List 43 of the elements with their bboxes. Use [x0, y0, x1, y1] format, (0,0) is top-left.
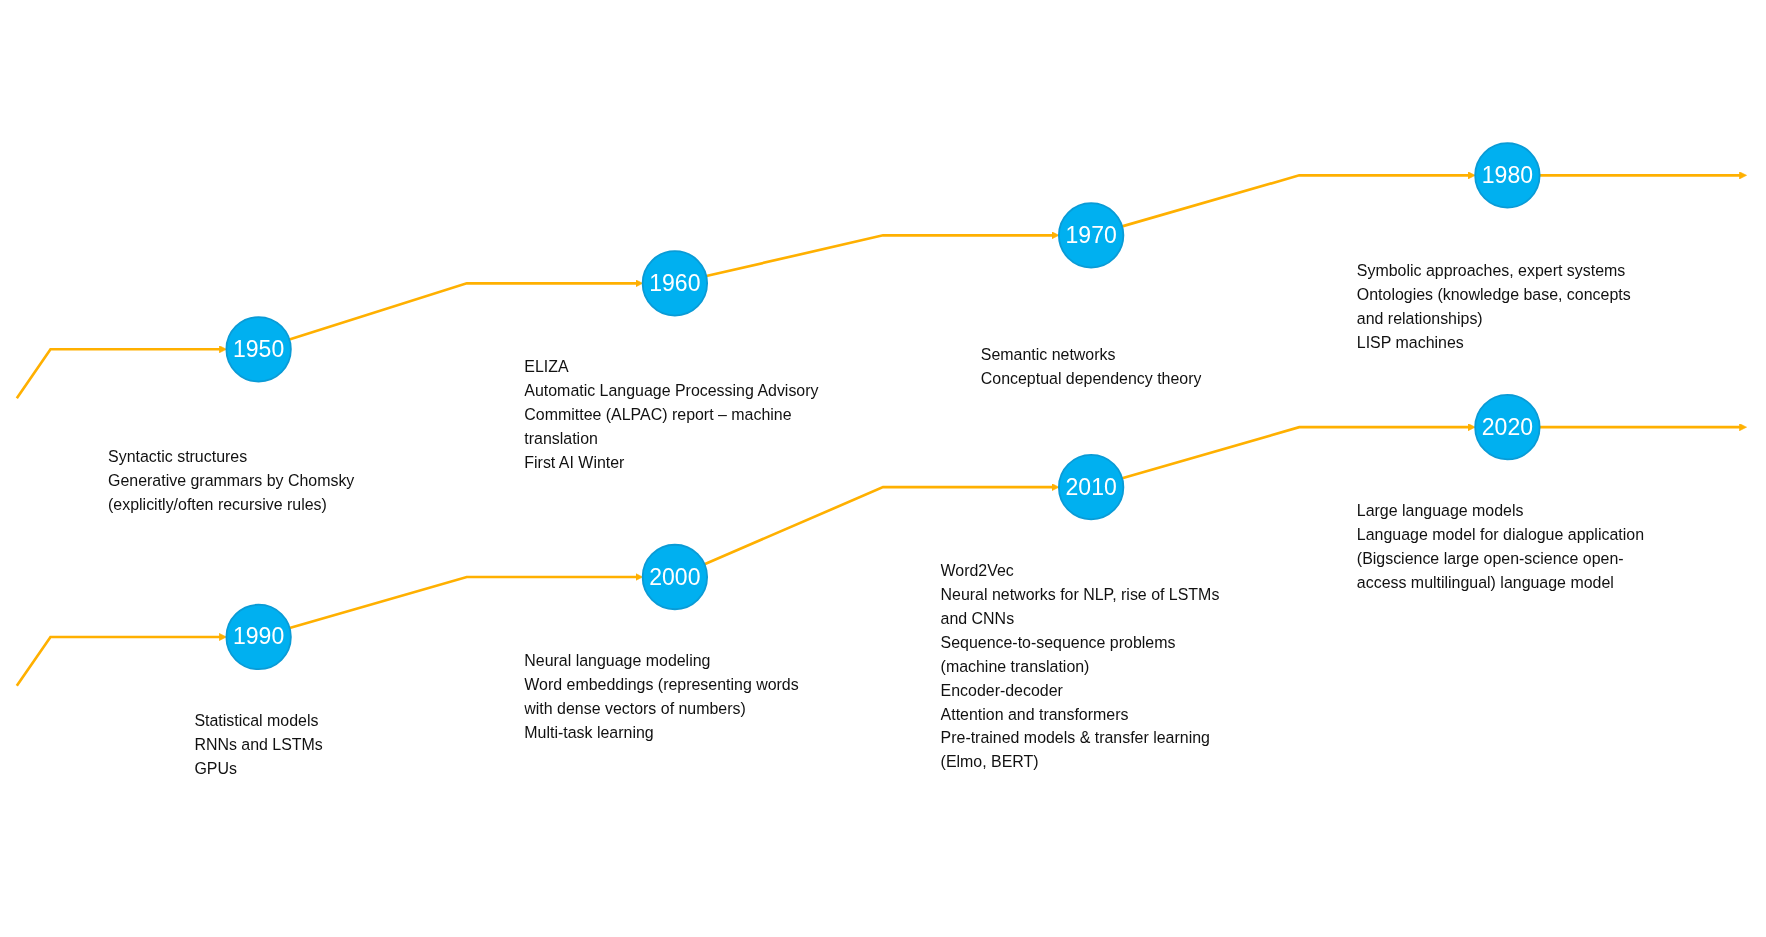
- arrow: [288, 279, 643, 341]
- arrow: [15, 345, 227, 399]
- arrow: [1121, 171, 1476, 228]
- node-label: First AI Winter: [524, 453, 625, 472]
- node-label: ELIZA: [524, 358, 569, 376]
- node-label: LISP machines: [1356, 333, 1464, 352]
- node-label: Symbolic approaches, expert systems: [1356, 261, 1626, 280]
- arrow: [1121, 423, 1476, 480]
- node-label: Neural language modeling: [524, 651, 711, 670]
- node-circle: 2010: [1058, 453, 1125, 521]
- node-label: Language model for dialogue application: [1356, 525, 1644, 544]
- node-label: Ontologies (knowledge base, concepts and relationships): [1356, 285, 1631, 328]
- node-circle: 1980: [1474, 142, 1541, 209]
- arrow: [1539, 171, 1747, 180]
- node-label: Semantic networks: [980, 345, 1116, 364]
- arrow: [289, 573, 643, 630]
- node-label: Word2Vec: [940, 561, 1014, 580]
- node-label: Pre-trained models & transfer learning (Elmo, BERT): [940, 729, 1210, 771]
- node-label: Generative grammars by Chomsky (explicitly/often recursive rules): [108, 471, 355, 514]
- node-label: Sequence-to-sequence problems (machine translation): [940, 633, 1176, 676]
- node-circle: 1990: [225, 603, 292, 670]
- node-label: (Bigscience large open-science open-access multilingual) language model: [1356, 549, 1624, 592]
- node-label: Conceptual dependency theory: [980, 369, 1202, 388]
- node-label: Statistical models: [194, 711, 319, 730]
- node-circle: 2020: [1474, 393, 1541, 461]
- node-label: Automatic Language Processing Advisory Committee (ALPAC) report – machine translation: [524, 381, 819, 448]
- node-label: Syntactic structures: [108, 447, 248, 466]
- node-label: Neural networks for NLP, rise of LSTMs and CNNs: [940, 585, 1220, 628]
- node-label: Encoder-decoder: [940, 681, 1063, 700]
- node-label: GPUs: [194, 759, 237, 778]
- node-label: RNNs and LSTMs: [194, 735, 323, 754]
- node-circle: 1950: [225, 316, 292, 383]
- node-circle: 2000: [641, 543, 708, 611]
- arrow: [706, 231, 1060, 278]
- node-label: Large language models: [1356, 501, 1524, 520]
- arrow: [15, 633, 227, 687]
- node-label: Multi-task learning: [524, 723, 654, 742]
- node-label: Attention and transformers: [940, 705, 1129, 723]
- arrow: [1539, 423, 1747, 431]
- arrow: [703, 483, 1060, 566]
- node-circle: 1960: [641, 250, 708, 317]
- node-label: Word embeddings (representing words with dense vectors of numbers): [524, 675, 799, 718]
- node-circle: 1970: [1058, 202, 1125, 269]
